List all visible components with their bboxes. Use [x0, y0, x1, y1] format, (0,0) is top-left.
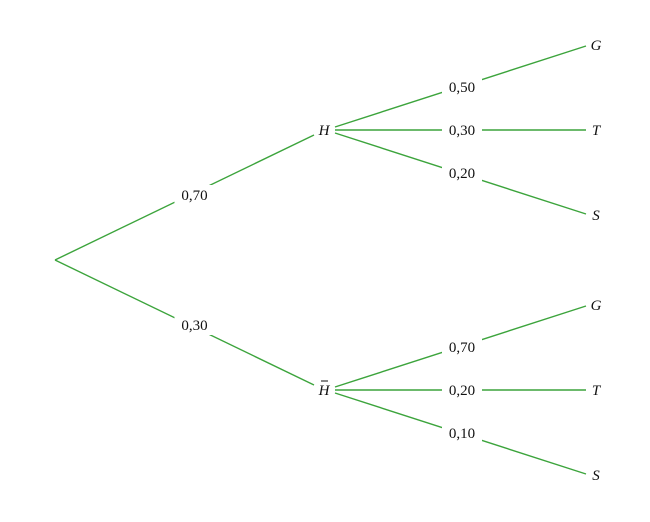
- branch-probability: 0,50: [442, 77, 482, 97]
- leaf-node-t: T: [592, 123, 602, 139]
- probability-label: 0,20: [449, 166, 475, 182]
- probability-label: 0,30: [181, 318, 207, 334]
- probability-label: 0,70: [449, 340, 475, 356]
- branch-probability: 0,20: [442, 380, 482, 400]
- node-h: H: [318, 123, 331, 139]
- branch-probability: 0,70: [174, 185, 215, 205]
- branch-probability: 0,30: [442, 120, 482, 140]
- branch-probability: 0,70: [442, 337, 482, 357]
- svg-text:H: H: [318, 383, 331, 399]
- branch-probability: 0,10: [442, 423, 482, 443]
- probability-label: 0,50: [449, 80, 475, 96]
- probability-label: 0,30: [449, 123, 475, 139]
- branch-probability: 0,30: [174, 315, 215, 335]
- svg-text:H: H: [318, 123, 331, 139]
- leaf-node-g: G: [591, 38, 602, 54]
- leaf-node-g: G: [591, 298, 602, 314]
- node-h-bar: H: [318, 380, 331, 399]
- leaf-node-s: S: [592, 208, 600, 224]
- leaf-node-s: S: [592, 468, 600, 484]
- probability-label: 0,10: [449, 426, 475, 442]
- branch-probability: 0,20: [442, 163, 482, 183]
- leaf-node-t: T: [592, 383, 602, 399]
- probability-label: 0,70: [181, 188, 207, 204]
- probability-label: 0,20: [449, 383, 475, 399]
